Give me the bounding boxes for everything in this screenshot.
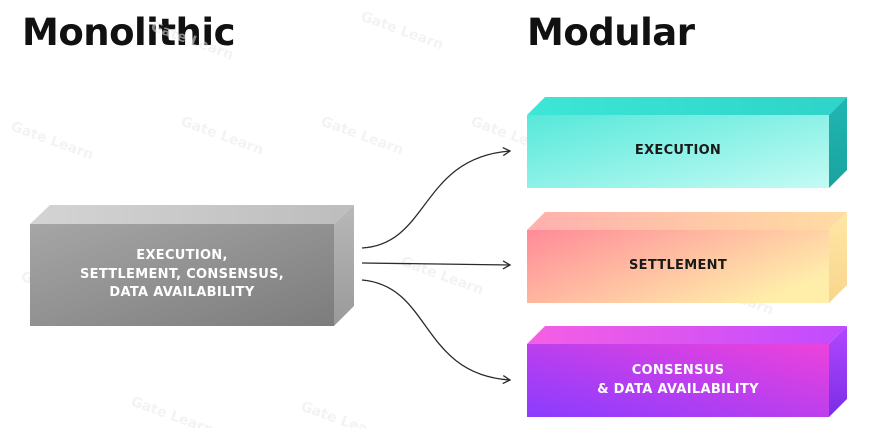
settlement-block — [527, 212, 847, 303]
arrows — [361, 146, 512, 385]
consensus-label-line: CONSENSUS — [631, 362, 725, 378]
consensus-block — [527, 326, 847, 417]
monolithic-heading: Monolithic — [22, 11, 236, 54]
consensus-block-front — [527, 344, 829, 417]
modular-heading: Modular — [527, 11, 695, 54]
watermark-text: Gate Learn — [359, 9, 446, 54]
settlement-label-line: SETTLEMENT — [628, 258, 727, 274]
monolithic-block-top — [30, 205, 354, 224]
watermark-text: Gate Learn — [129, 394, 216, 428]
watermark-text: Gate Learn — [319, 114, 406, 159]
execution-block-top — [527, 97, 847, 115]
execution-block — [527, 97, 847, 188]
consensus-label-line: & DATA AVAILABILITY — [597, 381, 759, 397]
watermark-text: Gate Learn — [179, 114, 266, 159]
consensus-label: CONSENSUS & DATA AVAILABILITY — [527, 344, 829, 417]
execution-block-front — [527, 115, 829, 188]
arrow-to-settlement — [361, 260, 512, 270]
execution-label: EXECUTION — [527, 115, 829, 188]
settlement-block-front — [527, 230, 829, 303]
watermark-text: Gate Learn — [299, 399, 386, 428]
execution-block-side — [829, 97, 847, 188]
monolithic-label: EXECUTION, SETTLEMENT, CONSENSUS, DATA A… — [30, 224, 334, 326]
execution-label-line: EXECUTION — [634, 143, 722, 159]
settlement-block-top — [527, 212, 847, 230]
monolithic-block — [30, 205, 354, 326]
consensus-block-side — [829, 326, 847, 417]
watermark-text: Gate Learn — [149, 19, 236, 64]
consensus-block-top — [527, 326, 847, 344]
monolithic-block-side — [334, 205, 354, 326]
settlement-block-side — [829, 212, 847, 303]
monolithic-block-front — [30, 224, 334, 326]
arrow-to-consensus — [361, 279, 512, 385]
settlement-label: SETTLEMENT — [527, 230, 829, 303]
arrow-to-execution — [361, 146, 512, 249]
monolithic-label-line: DATA AVAILABILITY — [109, 285, 255, 301]
monolithic-label-line: SETTLEMENT, CONSENSUS, — [79, 266, 285, 282]
monolithic-label-line: EXECUTION, — [136, 247, 228, 263]
watermark-text: Gate Learn — [9, 119, 96, 164]
watermark-text: Gate Learn — [399, 254, 486, 299]
